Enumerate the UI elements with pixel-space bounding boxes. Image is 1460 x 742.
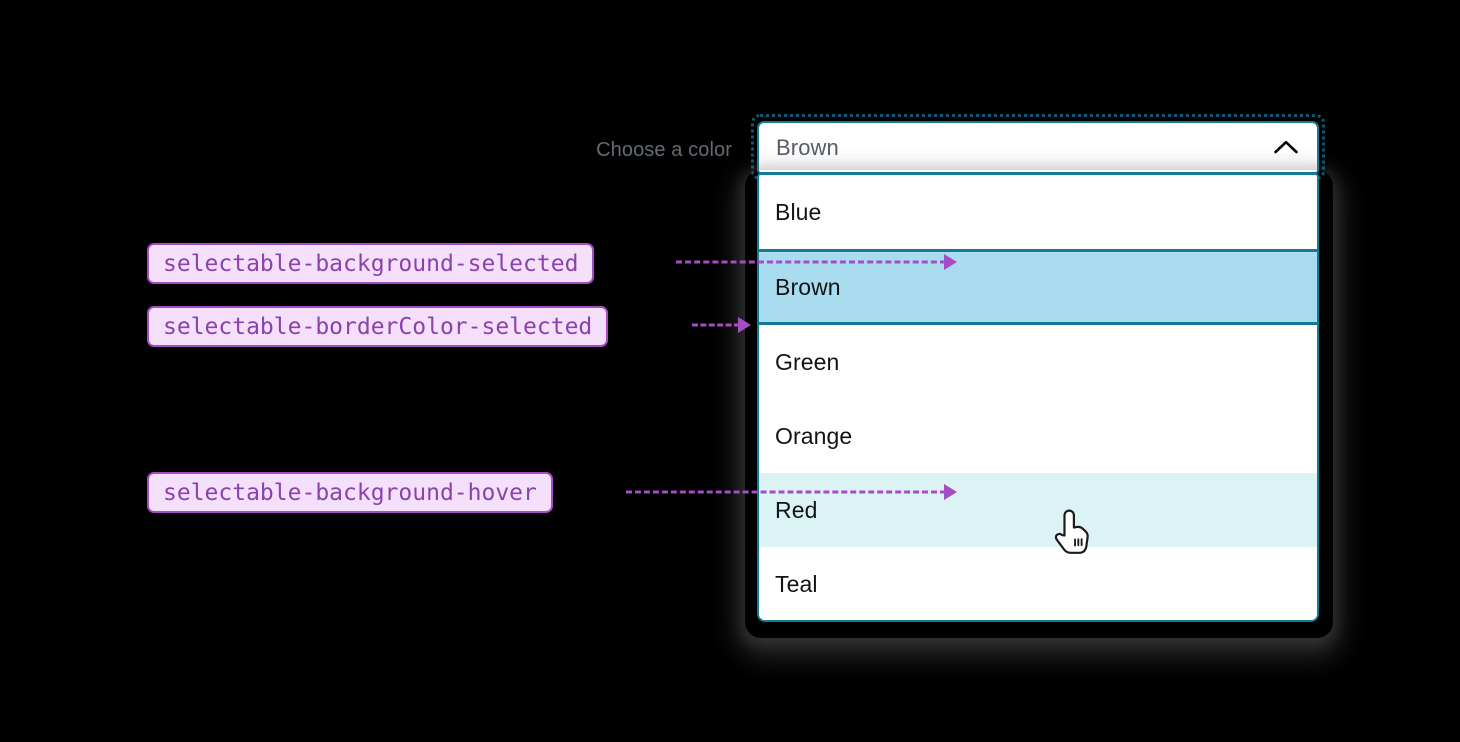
- connector-line: [692, 323, 740, 327]
- option-orange[interactable]: Orange: [759, 399, 1317, 473]
- select-trigger-button[interactable]: Brown: [757, 121, 1319, 174]
- option-blue[interactable]: Blue: [759, 175, 1317, 249]
- option-label: Brown: [775, 274, 841, 300]
- annotation-token-bordercolor-selected: selectable-borderColor-selected: [147, 306, 609, 347]
- option-green[interactable]: Green: [759, 325, 1317, 399]
- option-label: Green: [775, 349, 840, 375]
- option-label: Red: [775, 497, 818, 523]
- select-field-label: Choose a color: [596, 139, 732, 161]
- connector-arrowhead: [738, 317, 751, 333]
- select-selected-value: Brown: [776, 134, 839, 160]
- option-red[interactable]: Red: [759, 473, 1317, 547]
- option-label: Blue: [775, 199, 822, 225]
- option-teal[interactable]: Teal: [759, 547, 1317, 620]
- option-label: Orange: [775, 423, 853, 449]
- option-label: Teal: [775, 571, 818, 597]
- select-trigger-container: Brown: [751, 114, 1325, 180]
- annotation-token-background-selected: selectable-background-selected: [147, 243, 595, 284]
- chevron-up-icon[interactable]: [1273, 139, 1299, 157]
- annotation-token-background-hover: selectable-background-hover: [147, 472, 553, 513]
- annotation-connector-bordercolor-selected: [692, 317, 762, 333]
- option-brown[interactable]: Brown: [759, 249, 1317, 325]
